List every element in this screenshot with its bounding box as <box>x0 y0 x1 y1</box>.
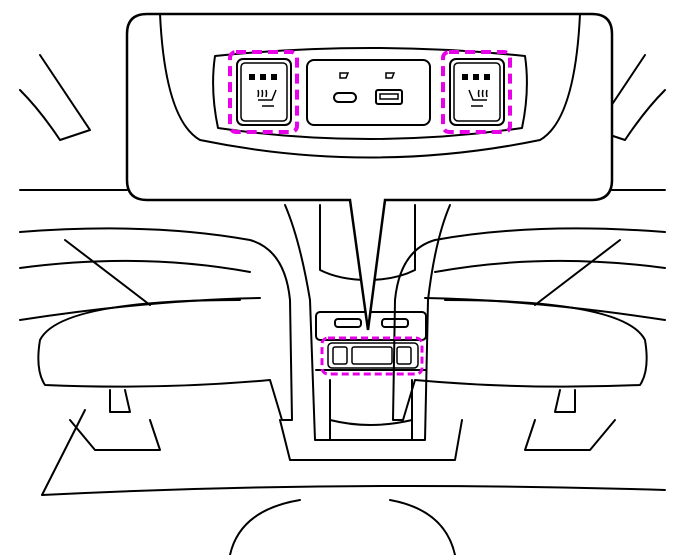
highlight-left-button <box>228 50 299 134</box>
callout-magnified-view <box>125 12 614 331</box>
left-seat-heater-button[interactable] <box>236 58 292 126</box>
left-seat-outline <box>19 227 293 421</box>
right-seat-heater-button[interactable] <box>449 58 505 126</box>
usb-port-panel <box>306 59 431 126</box>
highlight-console-switches <box>320 336 424 376</box>
right-seat-outline <box>392 227 666 421</box>
heat-level-indicator-icon <box>462 74 490 80</box>
center-console <box>284 204 451 441</box>
console-switch-panel <box>320 336 424 376</box>
highlight-right-button <box>441 50 512 134</box>
usb-a-port[interactable] <box>375 89 403 105</box>
heat-level-indicator-icon <box>249 74 277 80</box>
seat-heater-icon <box>257 89 277 107</box>
charging-icon <box>385 72 396 79</box>
usb-c-port[interactable] <box>333 92 357 103</box>
seat-heater-icon <box>468 89 488 107</box>
charging-icon <box>339 72 350 79</box>
